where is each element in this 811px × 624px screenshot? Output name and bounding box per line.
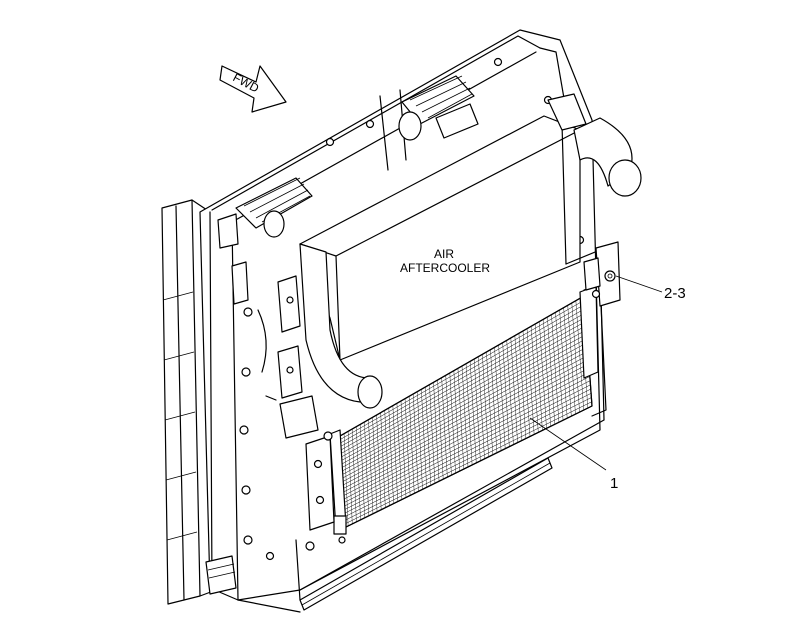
air-aftercooler-tank <box>299 93 642 421</box>
left-side-rail <box>161 199 217 605</box>
callout-1: 1 <box>529 417 618 492</box>
core-fins <box>340 298 592 526</box>
mounting-brackets <box>257 275 319 439</box>
forward-direction-arrow: FWD <box>219 65 287 113</box>
aftercooler-label-line1: AIR <box>434 247 454 261</box>
callout-2-3-label: 2-3 <box>664 285 686 302</box>
bottom-base-rail <box>237 419 605 613</box>
callout-1-label: 1 <box>610 475 618 492</box>
condenser-core <box>305 283 607 544</box>
right-mount-bracket <box>583 241 621 307</box>
upper-hose-clamps <box>235 75 479 238</box>
callout-2-3: 2-3 <box>615 275 686 302</box>
aftercooler-label-line2: AFTERCOOLER <box>400 261 490 275</box>
